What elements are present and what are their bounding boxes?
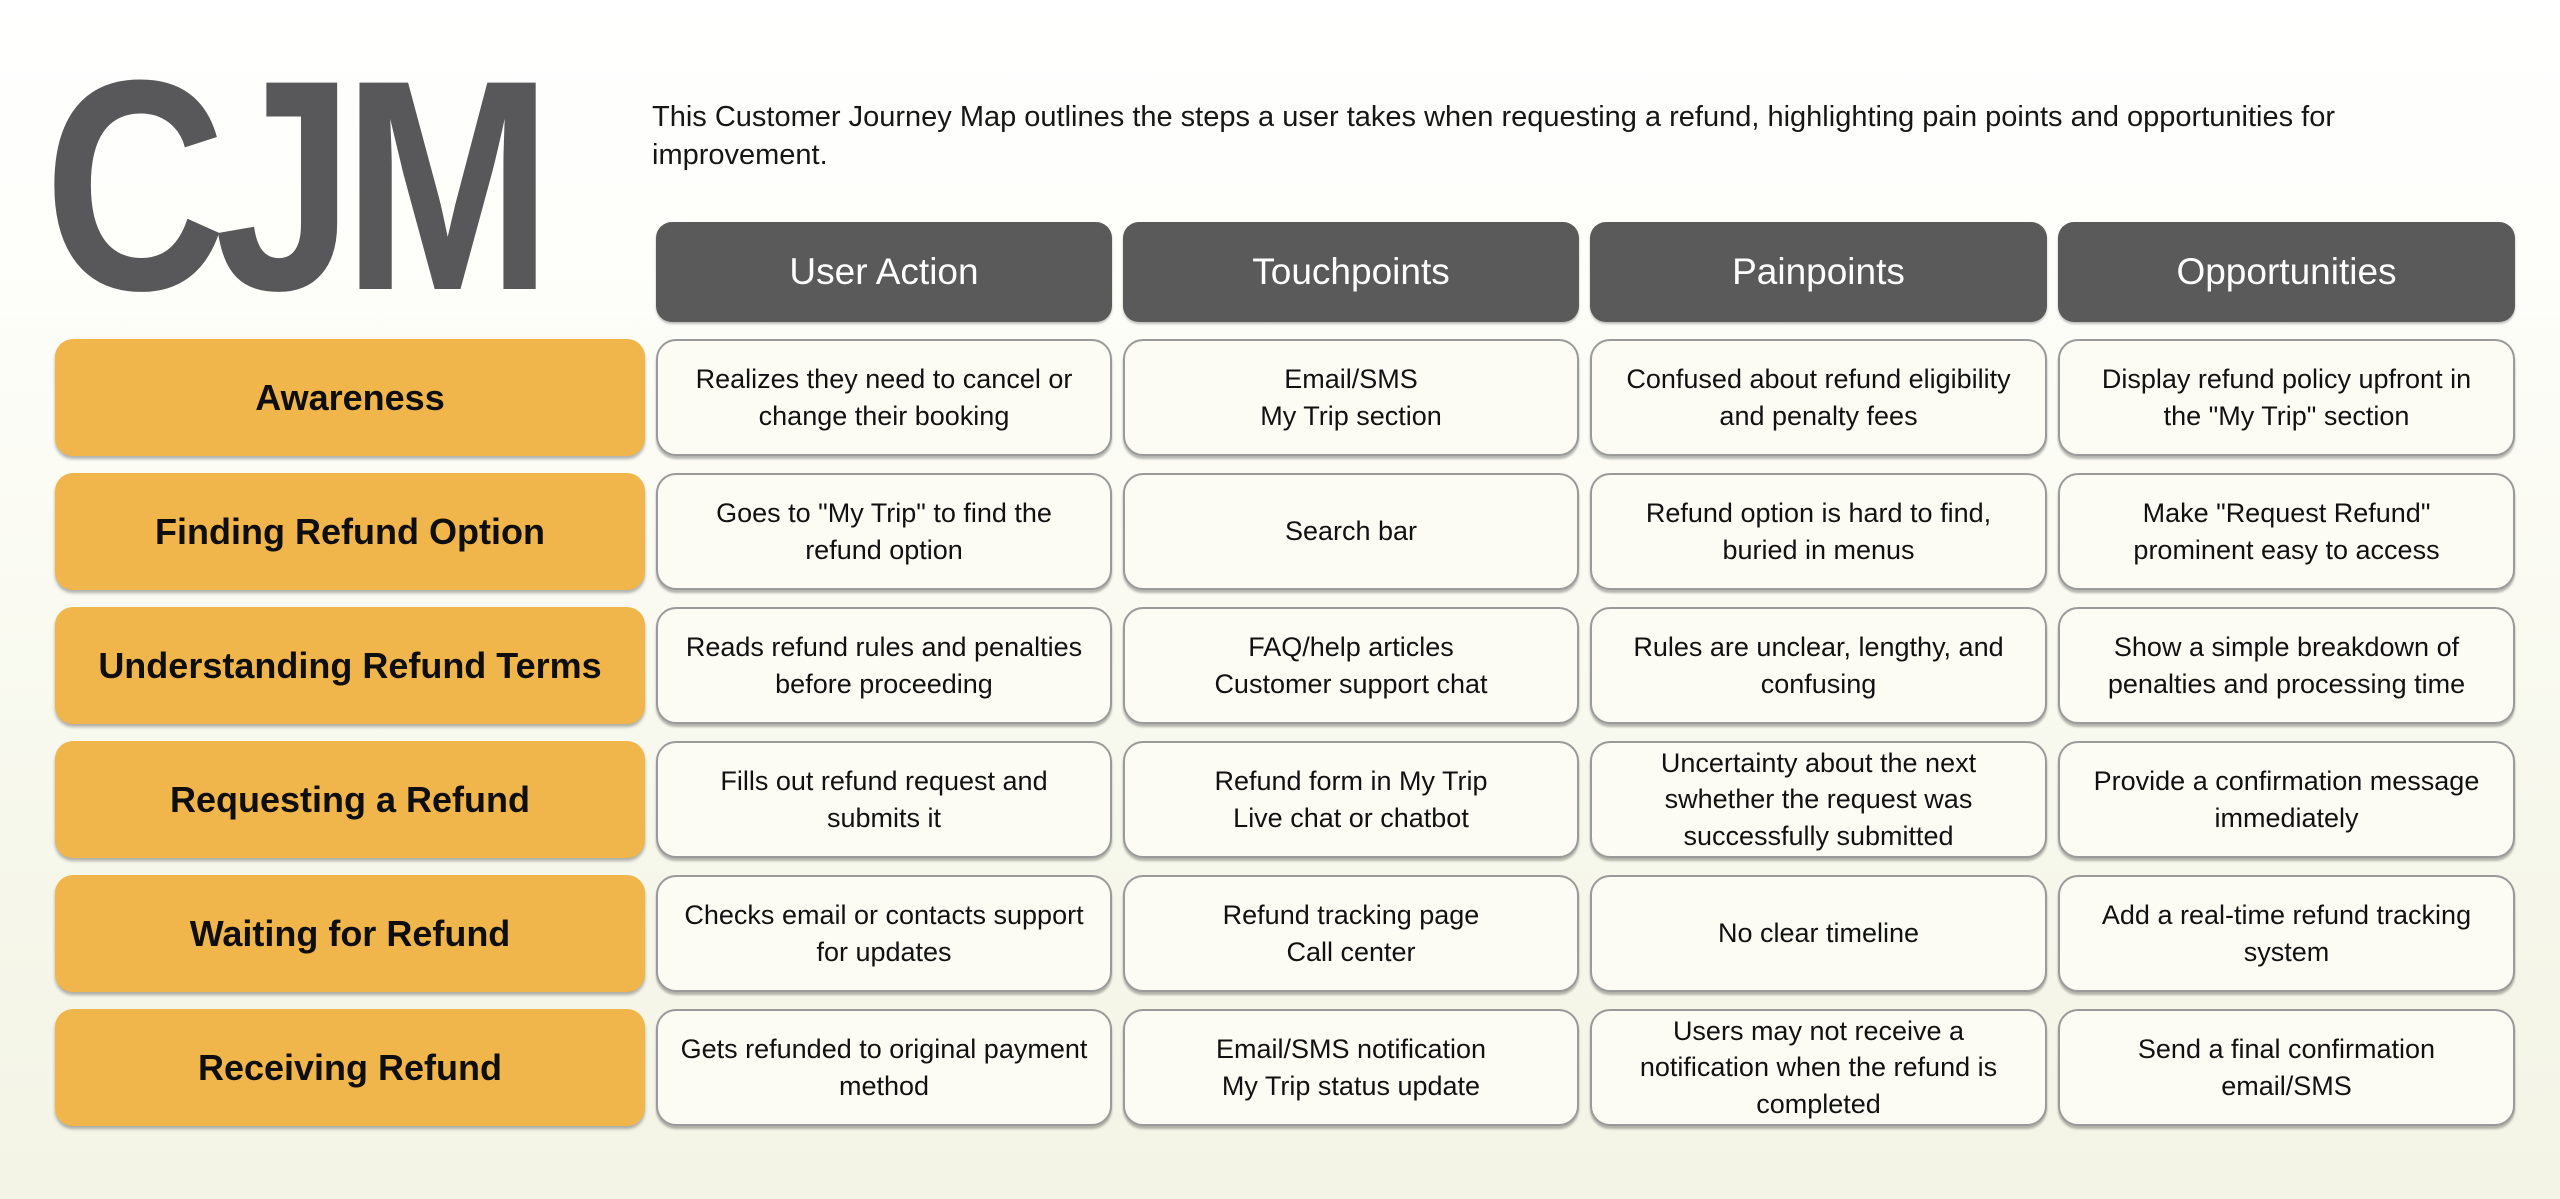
header-spacer: [55, 222, 645, 322]
cell-touchpoints: FAQ/help articles Customer support chat: [1123, 607, 1579, 724]
cell-painpoints: Uncertainty about the next swhether the …: [1590, 741, 2047, 858]
stage-label-finding-refund-option: Finding Refund Option: [55, 473, 645, 590]
cell-opportunities: Show a simple breakdown of penalties and…: [2058, 607, 2515, 724]
journey-table: User Action Touchpoints Painpoints Oppor…: [55, 222, 2515, 1126]
cell-touchpoints: Email/SMS notification My Trip status up…: [1123, 1009, 1579, 1126]
cell-opportunities: Display refund policy upfront in the "My…: [2058, 339, 2515, 456]
stage-label-understanding-refund-terms: Understanding Refund Terms: [55, 607, 645, 724]
cell-touchpoints: Search bar: [1123, 473, 1579, 590]
cell-painpoints: Refund option is hard to find, buried in…: [1590, 473, 2047, 590]
cell-user-action: Gets refunded to original payment method: [656, 1009, 1112, 1126]
column-header-touchpoints: Touchpoints: [1123, 222, 1579, 322]
cell-painpoints: Rules are unclear, lengthy, and confusin…: [1590, 607, 2047, 724]
cell-user-action: Reads refund rules and penalties before …: [656, 607, 1112, 724]
cell-opportunities: Add a real-time refund tracking system: [2058, 875, 2515, 992]
column-header-user-action: User Action: [656, 222, 1112, 322]
cjm-logo: CJM: [44, 17, 553, 353]
cell-user-action: Fills out refund request and submits it: [656, 741, 1112, 858]
map-description: This Customer Journey Map outlines the s…: [652, 101, 2335, 172]
cell-user-action: Goes to "My Trip" to find the refund opt…: [656, 473, 1112, 590]
column-header-opportunities: Opportunities: [2058, 222, 2515, 322]
cell-opportunities: Send a final confirmation email/SMS: [2058, 1009, 2515, 1126]
cell-touchpoints: Refund form in My Trip Live chat or chat…: [1123, 741, 1579, 858]
cell-painpoints: No clear timeline: [1590, 875, 2047, 992]
stage-label-awareness: Awareness: [55, 339, 645, 456]
column-header-painpoints: Painpoints: [1590, 222, 2047, 322]
stage-label-waiting-for-refund: Waiting for Refund: [55, 875, 645, 992]
cell-user-action: Checks email or contacts support for upd…: [656, 875, 1112, 992]
cell-painpoints: Confused about refund eligibility and pe…: [1590, 339, 2047, 456]
cell-painpoints: Users may not receive a notification whe…: [1590, 1009, 2047, 1126]
cell-user-action: Realizes they need to cancel or change t…: [656, 339, 1112, 456]
cell-opportunities: Make "Request Refund" prominent easy to …: [2058, 473, 2515, 590]
cell-opportunities: Provide a confirmation message immediate…: [2058, 741, 2515, 858]
cell-touchpoints: Refund tracking page Call center: [1123, 875, 1579, 992]
stage-label-receiving-refund: Receiving Refund: [55, 1009, 645, 1126]
cell-touchpoints: Email/SMS My Trip section: [1123, 339, 1579, 456]
stage-label-requesting-a-refund: Requesting a Refund: [55, 741, 645, 858]
